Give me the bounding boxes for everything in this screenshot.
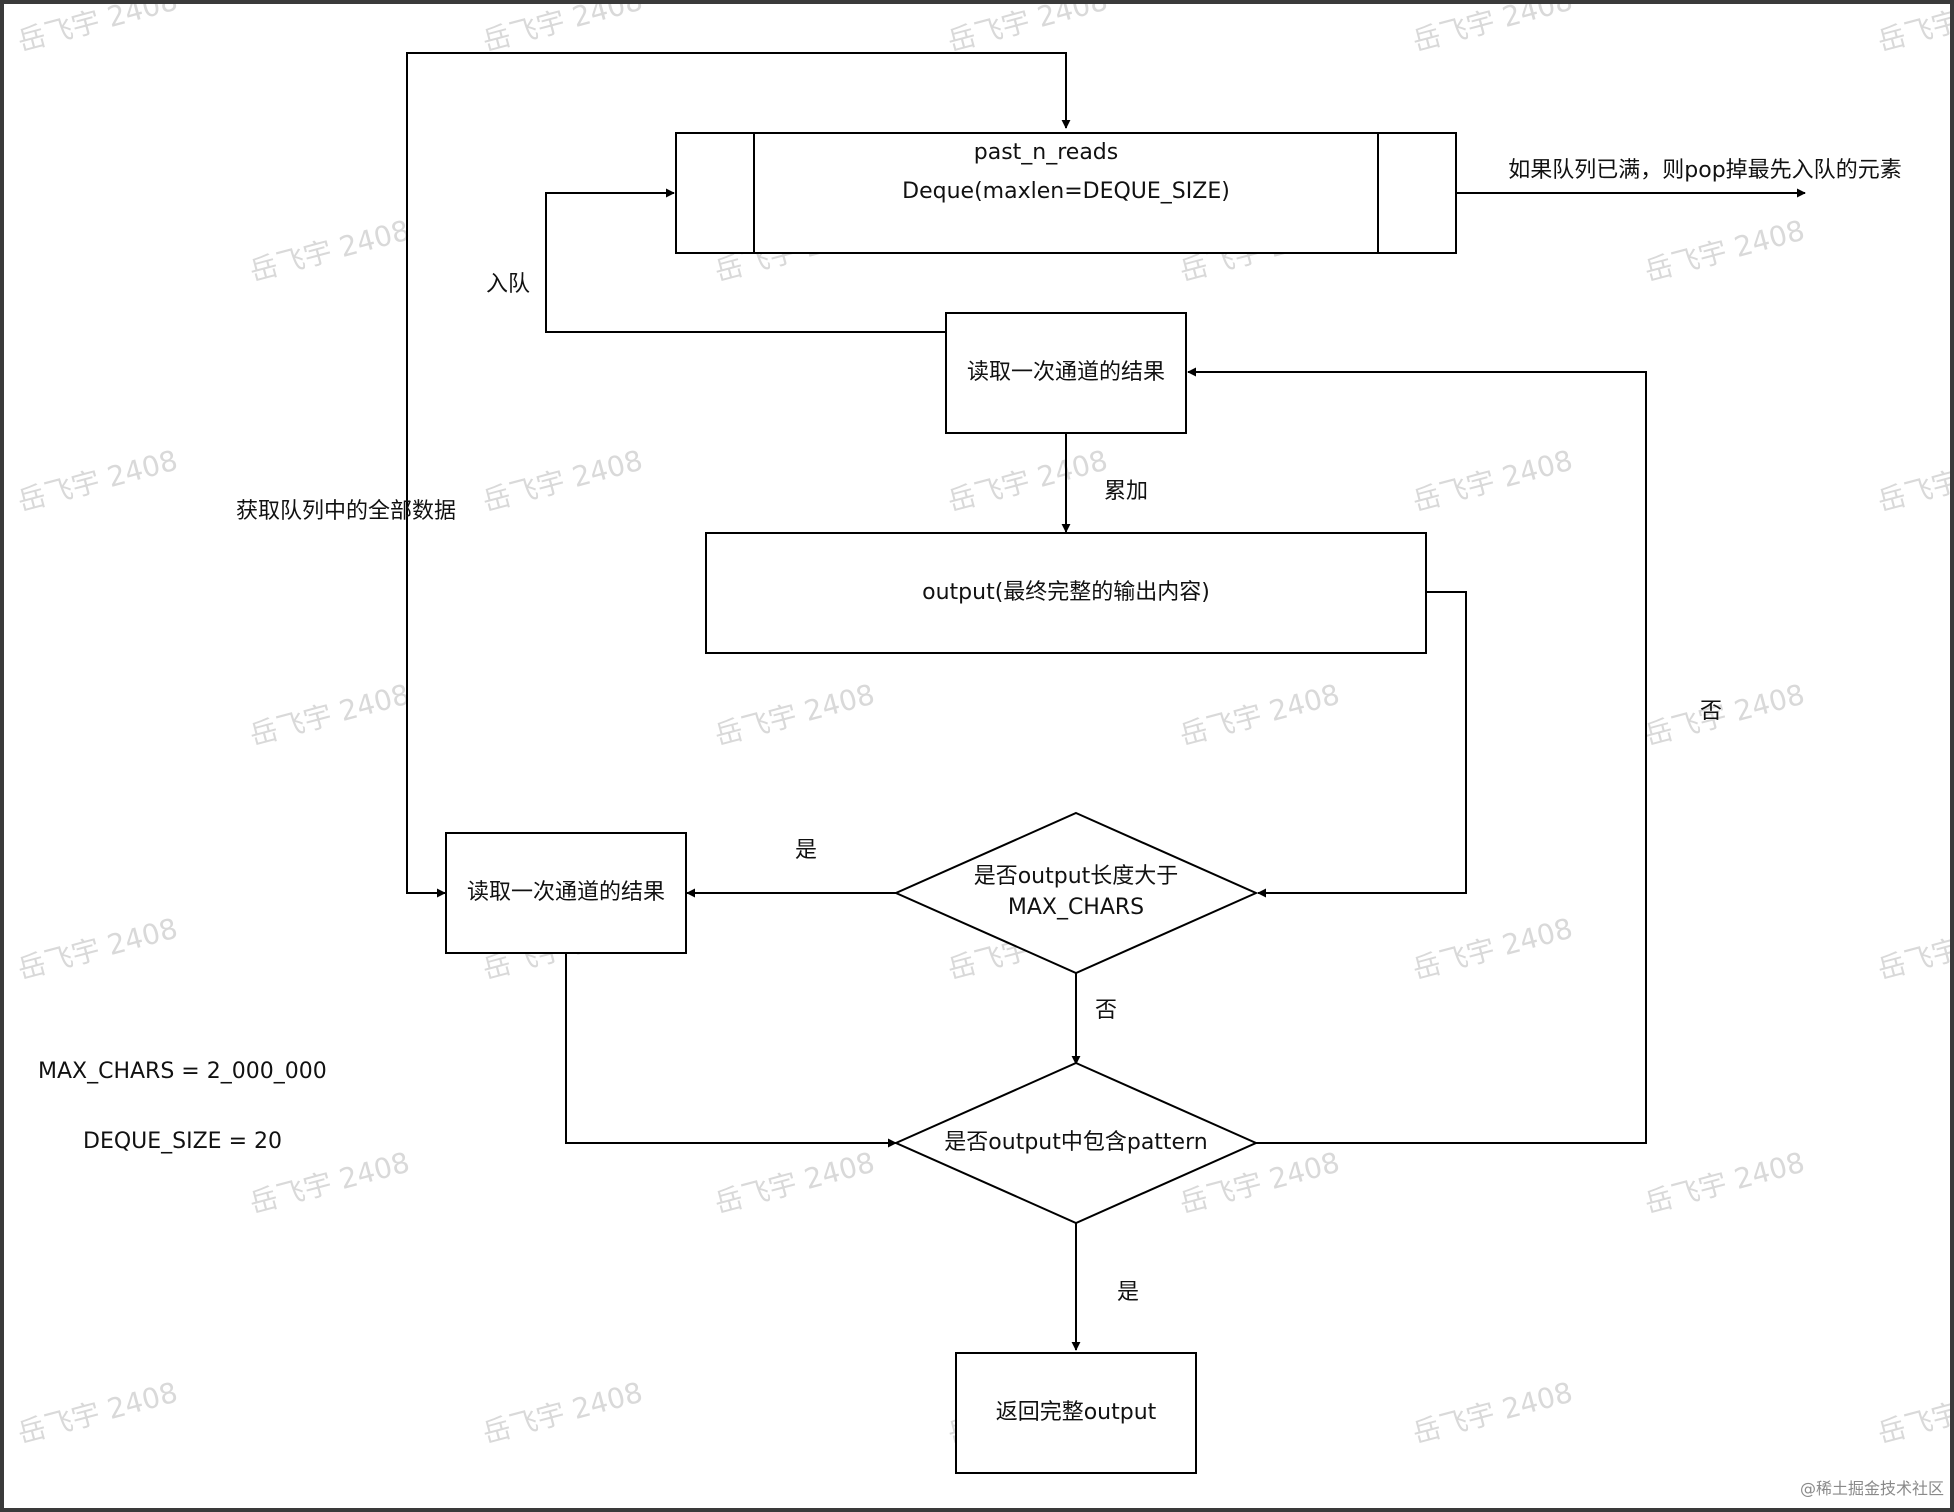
watermark-text: 岳飞宇 2408 bbox=[246, 678, 413, 752]
footer-credit: @稀土掘金技术社区 bbox=[1800, 1479, 1944, 1498]
return-output-box bbox=[955, 1352, 1197, 1474]
edge-output-to-length-check bbox=[1257, 591, 1467, 898]
watermark-text: 岳飞宇 2408 bbox=[711, 1146, 878, 1220]
max-chars-constant: MAX_CHARS = 2_000_000 bbox=[38, 1059, 327, 1084]
watermark-text: 岳飞宇 2408 bbox=[711, 678, 878, 752]
watermark-text: 岳飞宇 2408 bbox=[1641, 678, 1808, 752]
watermark-text: 岳飞宇 2408 bbox=[479, 1376, 646, 1450]
length-decision-line1: 是否output长度大于 bbox=[974, 864, 1179, 889]
edge-queue-all-data bbox=[406, 52, 1071, 898]
watermark-text: 岳飞宇 2408 bbox=[1874, 0, 1954, 58]
edge-read-to-pattern-check bbox=[565, 953, 897, 1148]
yes-down-label: 是 bbox=[1117, 1280, 1139, 1305]
deque-title: past_n_reads bbox=[974, 140, 1118, 165]
watermark-text: 岳飞宇 2408 bbox=[14, 1376, 181, 1450]
enqueue-label: 入队 bbox=[486, 272, 530, 297]
watermark-text: 岳飞宇 2408 bbox=[944, 444, 1111, 518]
read-result-left-box bbox=[445, 832, 687, 954]
watermark-text: 岳飞宇 2408 bbox=[1874, 912, 1954, 986]
watermark-text: 岳飞宇 2408 bbox=[14, 444, 181, 518]
accumulate-label: 累加 bbox=[1104, 479, 1148, 504]
length-decision-diamond bbox=[893, 811, 1259, 975]
yes-left-label: 是 bbox=[795, 838, 817, 863]
no-down-label: 否 bbox=[1095, 998, 1117, 1023]
watermark-text: 岳飞宇 2408 bbox=[479, 444, 646, 518]
watermark-text: 岳飞宇 2408 bbox=[944, 0, 1111, 58]
watermark-text: 岳飞宇 2408 bbox=[1641, 214, 1808, 288]
get-all-data-label: 获取队列中的全部数据 bbox=[236, 499, 456, 524]
length-decision-line2: MAX_CHARS bbox=[1008, 895, 1144, 920]
watermark-text: 岳飞宇 2408 bbox=[14, 0, 181, 58]
output-label: output(最终完整的输出内容) bbox=[922, 580, 1210, 605]
watermark-text: 岳飞宇 2408 bbox=[1409, 912, 1576, 986]
edge-pattern-no bbox=[1187, 367, 1647, 1144]
watermark-text: 岳飞宇 2408 bbox=[1176, 678, 1343, 752]
pattern-decision-label: 是否output中包含pattern bbox=[944, 1130, 1207, 1155]
watermark-text: 岳飞宇 2408 bbox=[479, 0, 646, 58]
watermark-text: 岳飞宇 2408 bbox=[1409, 444, 1576, 518]
watermark-text: 岳飞宇 2408 bbox=[1409, 1376, 1576, 1450]
deque-box bbox=[675, 132, 1457, 254]
deque-size-constant: DEQUE_SIZE = 20 bbox=[83, 1129, 282, 1154]
watermark-text: 岳飞宇 2408 bbox=[246, 1146, 413, 1220]
watermark-text: 岳飞宇 2408 bbox=[1409, 0, 1576, 58]
edge-enqueue bbox=[545, 188, 946, 333]
read-result-top-label: 读取一次通道的结果 bbox=[967, 360, 1165, 385]
pop-when-full-label: 如果队列已满，则pop掉最先入队的元素 bbox=[1508, 158, 1901, 183]
watermark-text: 岳飞宇 2408 bbox=[1874, 444, 1954, 518]
watermark-text: 岳飞宇 2408 bbox=[1874, 1376, 1954, 1450]
read-result-left-label: 读取一次通道的结果 bbox=[467, 880, 665, 905]
pattern-decision-diamond bbox=[893, 1061, 1259, 1225]
return-output-label: 返回完整output bbox=[996, 1400, 1157, 1425]
watermark-text: 岳飞宇 2408 bbox=[14, 912, 181, 986]
deque-subtitle: Deque(maxlen=DEQUE_SIZE) bbox=[902, 179, 1230, 204]
output-box bbox=[705, 532, 1427, 654]
watermark-text: 岳飞宇 2408 bbox=[1641, 1146, 1808, 1220]
no-right-label: 否 bbox=[1700, 699, 1722, 724]
read-result-top-box bbox=[945, 312, 1187, 434]
watermark-text: 岳飞宇 2408 bbox=[246, 214, 413, 288]
